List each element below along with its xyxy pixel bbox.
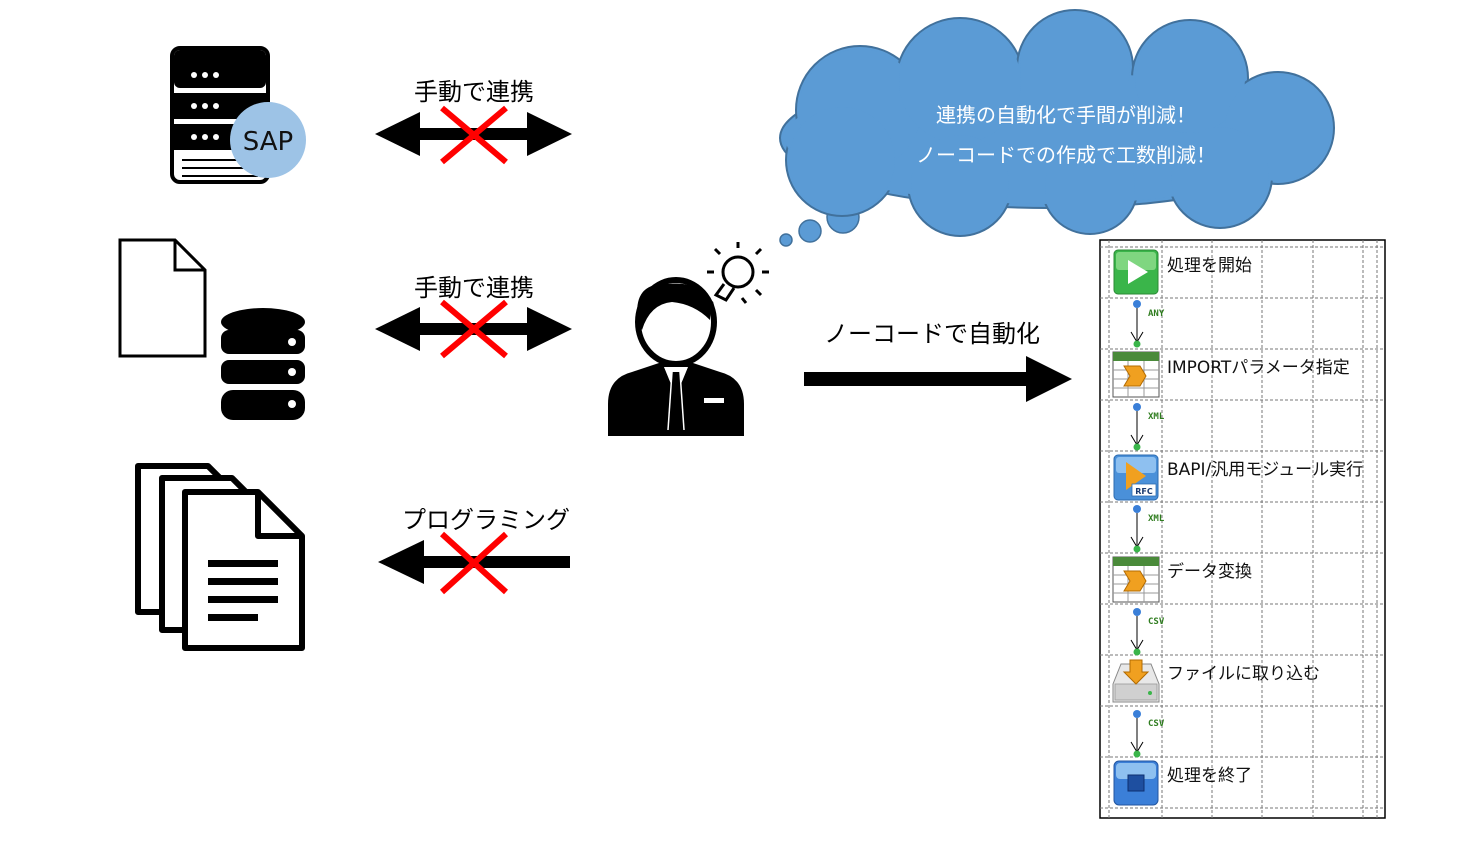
- flow-step-label: ファイルに取り込む: [1167, 664, 1320, 684]
- nocode-arrow-label: ノーコードで自動化: [824, 320, 1040, 348]
- database-icon: [221, 308, 305, 420]
- connector-tag: ANY: [1148, 309, 1165, 319]
- flow-step[interactable]: ファイルに取り込む: [1112, 659, 1320, 703]
- lightbulb-icon: [707, 242, 769, 304]
- document-icon: [118, 238, 207, 358]
- flow-step-label: IMPORTパラメータ指定: [1167, 358, 1350, 378]
- flow-panel: [1099, 239, 1386, 819]
- flow-step[interactable]: IMPORTパラメータ指定: [1112, 351, 1350, 398]
- flow-connector: XML: [1130, 403, 1165, 451]
- play-icon: [1113, 249, 1159, 295]
- row2-arrow-label: 手動で連携: [414, 274, 534, 302]
- flow-connector: ANY: [1130, 300, 1165, 348]
- row3-cross-icon: [439, 531, 509, 595]
- connector-tag: CSV: [1148, 617, 1165, 627]
- flow-step[interactable]: データ変換: [1112, 556, 1252, 603]
- flow-step[interactable]: 処理を終了: [1113, 760, 1252, 806]
- flow-step-label: BAPI/汎用モジュール実行: [1167, 460, 1363, 480]
- nocode-right-arrow: [804, 356, 1072, 402]
- transform-icon: [1112, 556, 1160, 603]
- row3-left-arrow: [378, 540, 570, 584]
- sap-badge: SAP: [230, 102, 306, 178]
- svg-text:RFC: RFC: [1135, 487, 1153, 496]
- cloud-text-line1: 連携の自動化で手間が削減！: [936, 103, 1196, 127]
- flow-step[interactable]: 処理を開始: [1113, 249, 1252, 295]
- row3-arrow-label: プログラミング: [402, 506, 570, 534]
- connector-tag: XML: [1148, 514, 1165, 524]
- flow-connector: CSV: [1130, 710, 1165, 758]
- param-table-icon: [1112, 351, 1160, 398]
- flow-connector: XML: [1130, 505, 1165, 553]
- flow-step-label: データ変換: [1167, 561, 1252, 582]
- row1-cross-icon: [440, 105, 508, 165]
- stacked-documents-icon: [135, 463, 305, 651]
- row2-cross-icon: [440, 299, 508, 359]
- row1-arrow-label: 手動で連携: [414, 78, 534, 106]
- flow-step-label: 処理を終了: [1167, 766, 1252, 786]
- connector-tag: XML: [1148, 412, 1165, 422]
- stop-icon: [1113, 760, 1159, 806]
- cloud-text-line2: ノーコードでの作成で工数削減！: [916, 143, 1216, 167]
- connector-tag: CSV: [1148, 719, 1165, 729]
- thought-cloud: 連携の自動化で手間が削減！ ノーコードでの作成で工数削減！: [779, 9, 1335, 237]
- file-import-icon: [1112, 659, 1160, 703]
- rfc-icon: RFC: [1113, 454, 1159, 501]
- businessman-icon: [608, 277, 744, 436]
- flow-connector: CSV: [1130, 608, 1165, 656]
- flow-step[interactable]: RFC BAPI/汎用モジュール実行: [1113, 454, 1363, 501]
- sap-badge-text: SAP: [243, 127, 293, 157]
- flow-step-label: 処理を開始: [1167, 256, 1252, 276]
